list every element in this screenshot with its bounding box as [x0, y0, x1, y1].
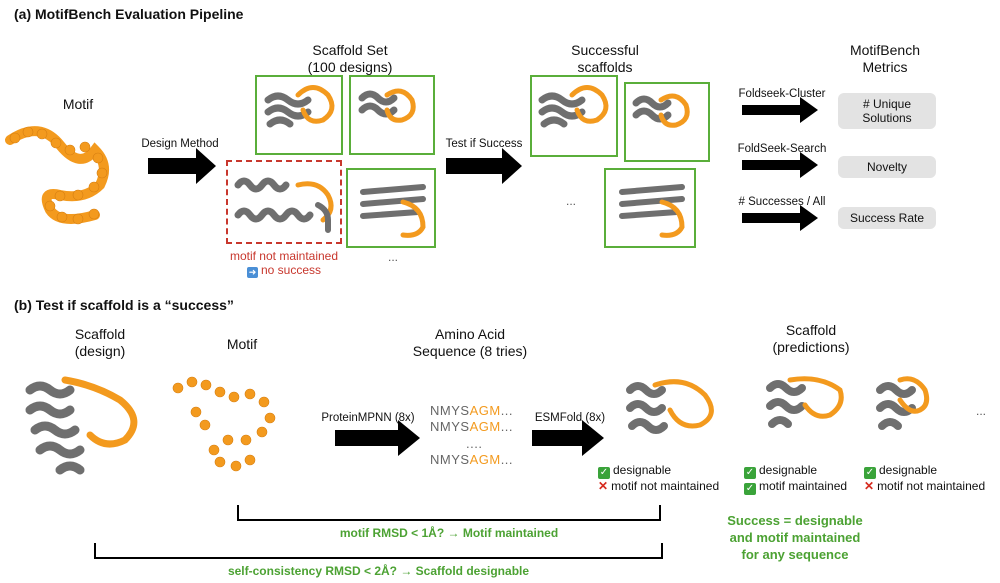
metric-novelty: Novelty — [838, 156, 936, 178]
sequence-3: NMYSAGM... — [430, 452, 513, 467]
scaffold-box-failed — [226, 160, 342, 244]
prediction-1-line1: designable — [613, 463, 672, 477]
panel-a-title: (a) MotifBench Evaluation Pipeline — [14, 6, 244, 22]
prediction-2-line2: motif maintained — [759, 479, 848, 493]
prediction-2-designable: ✓designable — [744, 463, 847, 479]
arrows-b — [335, 420, 604, 456]
sequence-dots: .... — [466, 436, 483, 451]
failure-note: motif not maintained ➜no success — [216, 249, 352, 278]
panel-b-title: (b) Test if scaffold is a “success” — [14, 297, 234, 313]
metrics-label: MotifBench Metrics — [830, 42, 940, 76]
scaffold-predictions-title: Scaffold — [785, 322, 837, 338]
prediction-1-motif: ✕motif not maintained — [598, 479, 719, 493]
prediction-2-motif: ✓motif maintained — [744, 479, 847, 495]
prediction-3-line1: designable — [879, 463, 938, 477]
checkmark-icon: ✓ — [598, 467, 610, 479]
scaffold-set-subtitle: (100 designs) — [307, 59, 393, 75]
proteinmpnn-label: ProteinMPNN (8x) — [321, 412, 415, 424]
amino-acid-label: Amino Acid Sequence (8 tries) — [400, 326, 540, 360]
scaffold-design-subtitle: (design) — [74, 343, 126, 359]
amino-acid-subtitle: Sequence (8 tries) — [412, 343, 528, 359]
success-definition-line3: for any sequence — [741, 547, 849, 562]
prediction-2-status: ✓designable ✓motif maintained — [744, 463, 847, 495]
successful-ellipsis: ... — [566, 194, 577, 208]
metric-success-rate: Success Rate — [838, 207, 936, 229]
metrics-subtitle: Metrics — [862, 59, 908, 75]
seq-motif: AGM — [469, 419, 501, 434]
bracket-motif-label: motif RMSD < 1Å? → Motif maintained — [339, 526, 559, 540]
scaffold-box-4 — [346, 168, 436, 248]
seq-motif: AGM — [469, 403, 501, 418]
prediction-1-status: ✓designable ✕motif not maintained — [598, 463, 719, 493]
prediction-2-line1: designable — [759, 463, 818, 477]
motif-label-a: Motif — [62, 96, 94, 112]
successful-title: Successful — [571, 42, 639, 58]
seq-motif: AGM — [469, 452, 501, 467]
success-definition: Success = designable and motif maintaine… — [700, 512, 890, 563]
metric-arrow-label-3: # Successes / All — [738, 196, 826, 208]
successful-subtitle: scaffolds — [577, 59, 633, 75]
arrows-a — [148, 97, 818, 231]
seq-prefix: NMYS — [430, 403, 470, 418]
prediction-3-line2: motif not maintained — [877, 479, 986, 493]
test-success-label: Test if Success — [445, 138, 523, 150]
success-box-1 — [530, 75, 618, 157]
failure-note-line2: no success — [260, 263, 322, 277]
seq-suffix: ... — [500, 419, 514, 434]
cross-icon: ✕ — [598, 479, 609, 493]
metric-unique-solutions: # Unique Solutions — [838, 93, 936, 129]
scaffold-design-structure-b — [25, 376, 138, 475]
amino-acid-title: Amino Acid — [434, 326, 506, 342]
success-definition-line2: and motif maintained — [729, 530, 861, 545]
predictions-ellipsis: ... — [976, 404, 987, 418]
bracket-designable-label: self-consistency RMSD < 2Å? → Scaffold d… — [227, 564, 530, 578]
motif-structure-b — [172, 376, 276, 472]
checkmark-icon: ✓ — [744, 483, 756, 495]
scaffold-box-1 — [255, 75, 343, 155]
scaffold-set-ellipsis: ... — [388, 250, 399, 264]
failure-note-line2-wrap: ➜no success — [216, 263, 352, 278]
scaffold-design-label: Scaffold (design) — [50, 326, 150, 360]
cross-icon: ✕ — [864, 479, 875, 493]
metric-arrow-label-2: FoldSeek-Search — [737, 143, 827, 155]
prediction-3-status: ✓designable ✕motif not maintained — [864, 463, 985, 493]
sequence-1: NMYSAGM... — [430, 403, 513, 418]
failure-note-line1: motif not maintained — [229, 249, 339, 263]
scaffold-predictions-label: Scaffold (predictions) — [756, 322, 866, 356]
scaffold-predictions-b — [626, 376, 930, 434]
scaffold-box-2 — [349, 75, 435, 155]
seq-suffix: ... — [500, 452, 514, 467]
scaffold-predictions-subtitle: (predictions) — [772, 339, 850, 355]
prediction-3-designable: ✓designable — [864, 463, 985, 479]
brackets — [94, 505, 663, 559]
successful-scaffolds-label: Successful scaffolds — [540, 42, 670, 76]
success-box-3 — [604, 168, 696, 248]
metrics-title: MotifBench — [849, 42, 921, 58]
scaffold-set-label: Scaffold Set (100 designs) — [280, 42, 420, 76]
prediction-1-line2: motif not maintained — [611, 479, 720, 493]
success-box-2 — [624, 82, 710, 162]
scaffold-design-title: Scaffold — [74, 326, 126, 342]
metric-arrow-label-1: Foldseek-Cluster — [738, 88, 826, 100]
design-method-label: Design Method — [141, 138, 219, 150]
prediction-1-designable: ✓designable — [598, 463, 719, 479]
checkmark-icon: ✓ — [744, 467, 756, 479]
scaffold-thumbnails-a — [234, 85, 690, 238]
arrow-right-icon: ➜ — [246, 267, 258, 278]
seq-prefix: NMYS — [430, 452, 470, 467]
seq-suffix: ... — [500, 403, 514, 418]
motif-label-b: Motif — [226, 336, 258, 352]
success-definition-line1: Success = designable — [727, 513, 863, 528]
sequence-2: NMYSAGM... — [430, 419, 513, 434]
esmfold-label: ESMFold (8x) — [534, 412, 606, 424]
seq-prefix: NMYS — [430, 419, 470, 434]
prediction-3-motif: ✕motif not maintained — [864, 479, 985, 493]
checkmark-icon: ✓ — [864, 467, 876, 479]
motif-structure-a — [5, 126, 109, 225]
scaffold-set-title: Scaffold Set — [312, 42, 388, 58]
